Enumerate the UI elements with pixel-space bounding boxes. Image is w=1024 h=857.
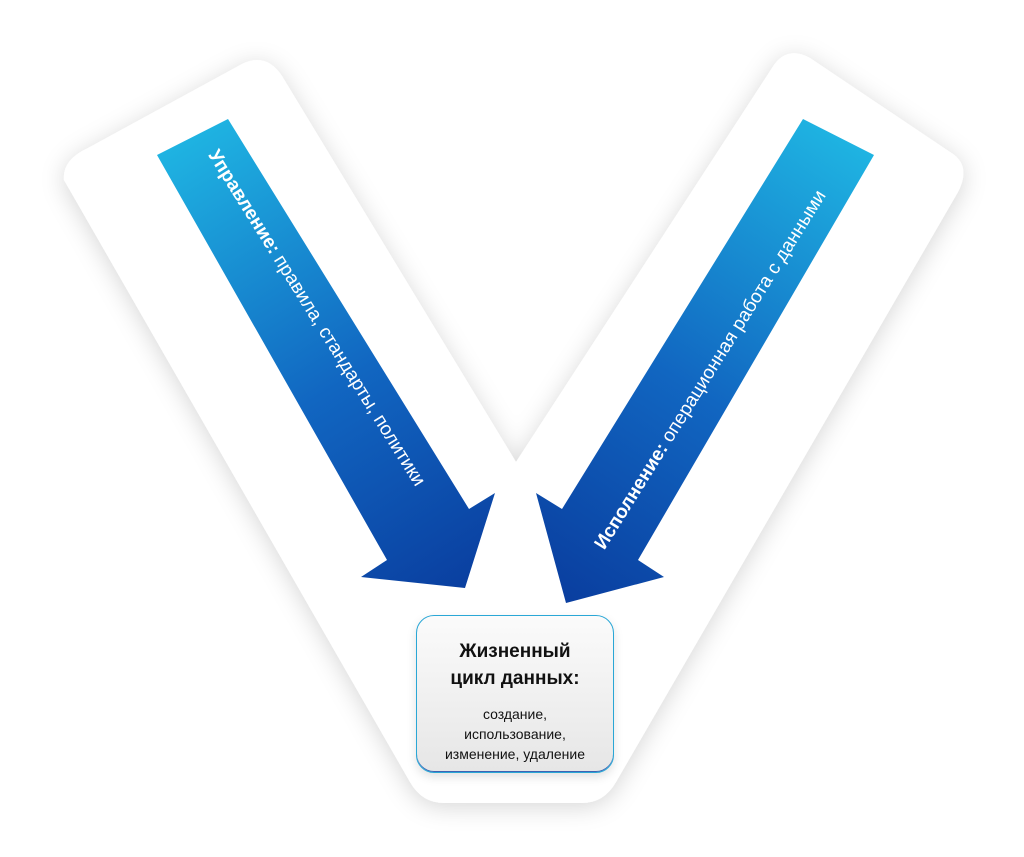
- governance-arrow: [157, 119, 495, 588]
- data-lifecycle-box: Жизненный цикл данных: создание, использ…: [416, 615, 614, 773]
- execution-arrow: [536, 119, 874, 603]
- lifecycle-description: создание, использование, изменение, удал…: [444, 706, 586, 762]
- lifecycle-title: Жизненный цикл данных:: [450, 641, 580, 689]
